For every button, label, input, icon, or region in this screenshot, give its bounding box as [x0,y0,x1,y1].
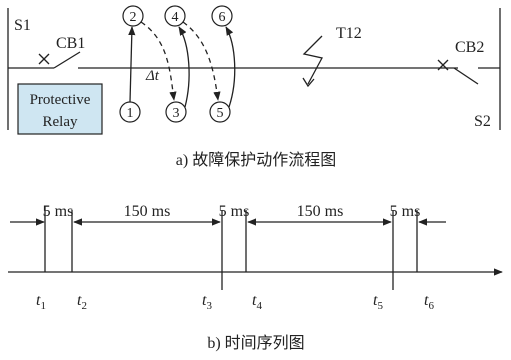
time-label-t3: t3 [202,292,212,312]
interval-label-2: 150 ms [124,203,171,220]
protective-relay-box [17,83,103,135]
step-3: 3 [165,101,187,123]
step-4: 4 [164,5,186,27]
cb1-label: CB1 [56,35,85,52]
time-label-t6: t6 [424,292,434,312]
svg-text:5: 5 [217,106,224,121]
cb1-mark [38,53,50,65]
svg-text:4: 4 [172,10,179,25]
interval-label-4: 150 ms [297,203,344,220]
time-label-t4: t4 [252,292,262,312]
arrow-2-to-3 [140,21,177,101]
svg-text:2: 2 [130,10,137,25]
bus-s2-label: S2 [474,113,491,130]
delta-t-label: Δt [145,68,160,84]
svg-text:1: 1 [127,106,134,121]
interval-label-5: 5 ms [390,203,421,220]
svg-text:6: 6 [219,10,226,25]
caption-a: a) 故障保护动作流程图 [176,151,336,169]
step-5: 5 [209,101,231,123]
fault-lightning [302,35,323,85]
time-label-t5: t5 [373,292,383,312]
cb2-mark [437,59,449,71]
time-label-t1: t1 [36,292,46,312]
relay-label-line2: Relay [43,114,78,130]
arrow-5-to-6 [225,26,236,108]
time-label-t2: t2 [77,292,87,312]
cb2-label: CB2 [455,39,484,56]
svg-text:3: 3 [173,106,180,121]
caption-b: b) 时间序列图 [207,334,304,352]
interval-label-1: 5 ms [43,203,74,220]
arrow-3-to-4 [178,26,190,108]
fault-flow-diagram: S1 S2 CB1 CB2 Protective Relay T12 1 [7,5,501,169]
step-6: 6 [211,5,233,27]
step-2: 2 [122,5,144,27]
cb1-switch [53,51,81,69]
step-1: 1 [119,101,141,123]
bus-s1-label: S1 [14,17,31,34]
relay-label-line1: Protective [30,92,91,108]
cb2-switch [453,67,479,85]
interval-label-3: 5 ms [219,203,250,220]
time-sequence-diagram: 5 ms 150 ms 5 ms 150 ms 5 ms t1 t2 t3 t4… [8,203,503,352]
arrow-1-to-2 [128,26,136,103]
fault-label: T12 [336,25,362,42]
fault-arrowhead [302,77,315,88]
